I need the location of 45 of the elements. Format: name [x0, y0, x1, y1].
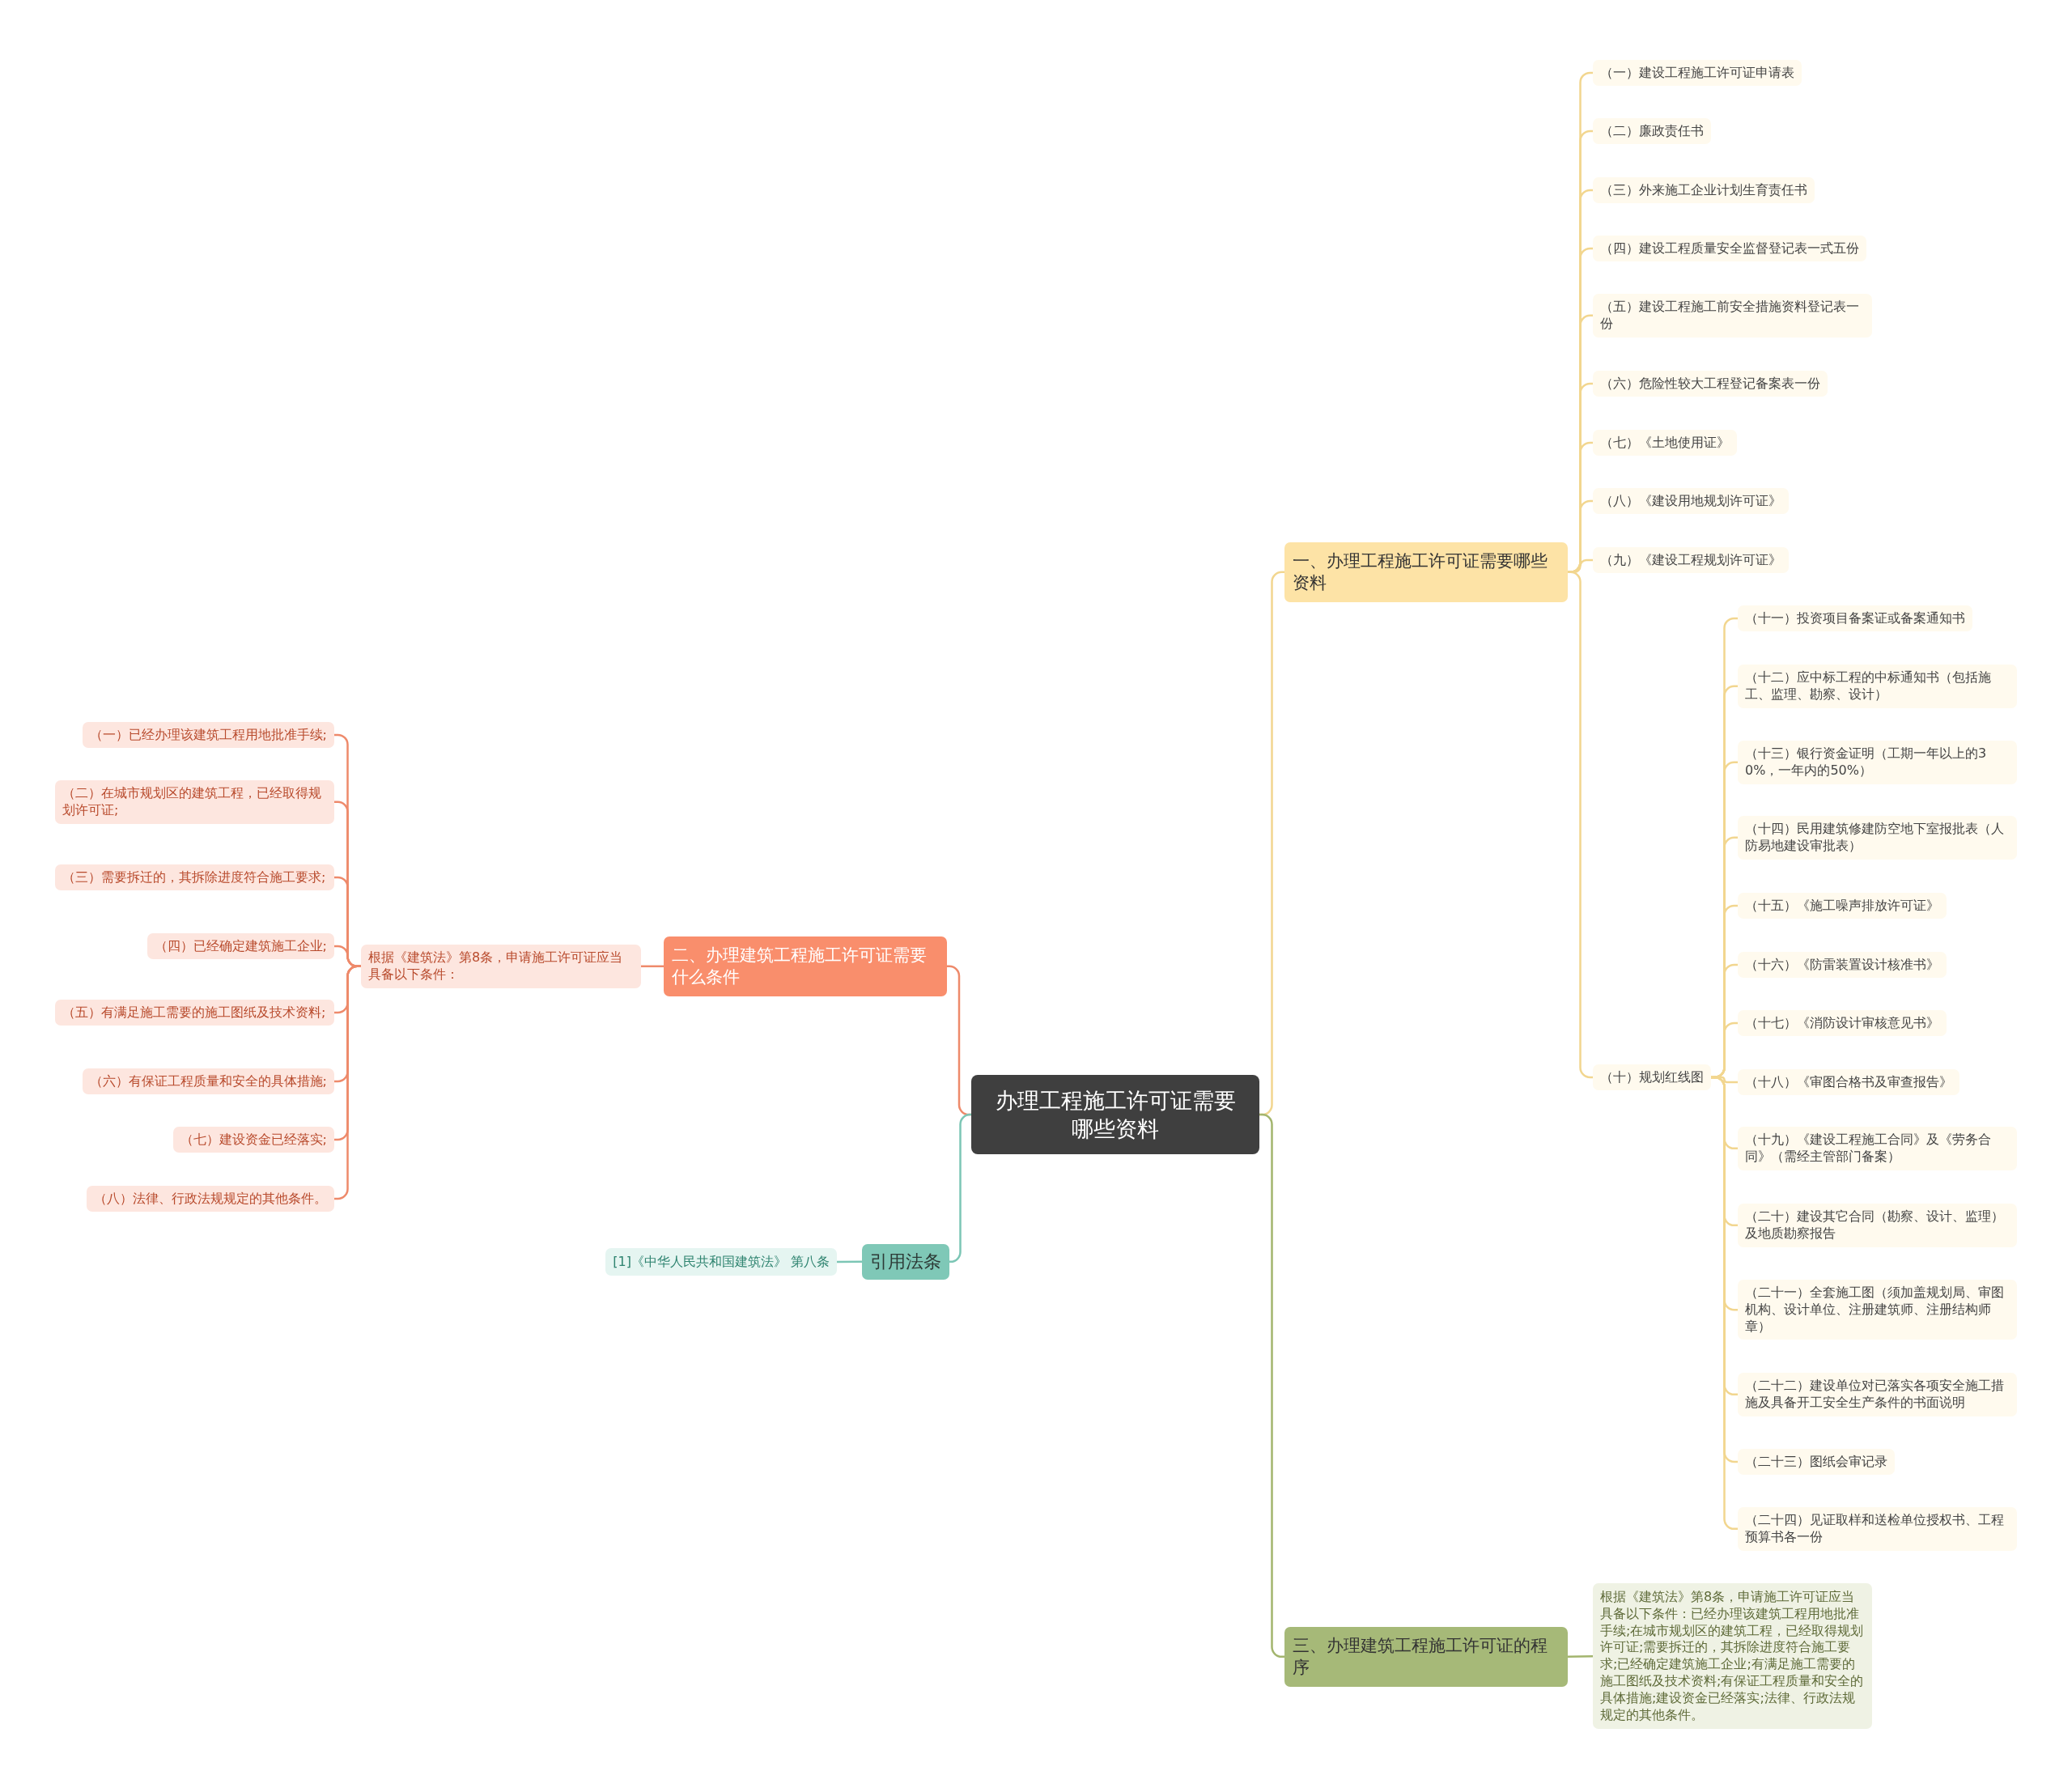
branch-topic: 引用法条 — [862, 1243, 949, 1280]
connector — [837, 1260, 862, 1263]
subtopic-box: （十二）应中标工程的中标通知书（包括施工、监理、勘察、设计） — [1738, 665, 2017, 708]
subtopic-box: （七）建设资金已经落实; — [172, 1126, 334, 1153]
subtopic-box: （二十）建设其它合同（勘察、设计、监理）及地质勘察报告 — [1738, 1204, 2017, 1247]
subtopic-box: （二）在城市规划区的建筑工程，已经取得规划许可证; — [55, 780, 334, 824]
subtopic-box: （四）已经确定建筑施工企业; — [146, 932, 334, 960]
subtopic-box: （二十一）全套施工图（须加盖规划局、审图机构、设计单位、注册建筑师、注册结构师章） — [1738, 1280, 2017, 1340]
subtopic-box: （一）已经办理该建筑工程用地批准手续; — [82, 721, 334, 749]
subtopic-box: （七）《土地使用证》 — [1593, 429, 1737, 457]
branch-topic: 一、办理工程施工许可证需要哪些资料 — [1284, 541, 1568, 603]
subtopic-box: （九）《建设工程规划许可证》 — [1593, 546, 1789, 574]
subtopic-box: （十七）《消防设计审核意见书》 — [1738, 1009, 1947, 1037]
subtopic-box: （十三）银行资金证明（工期一年以上的30%，一年内的50%） — [1738, 741, 2017, 784]
subtopic-box: （六）危险性较大工程登记备案表一份 — [1593, 370, 1828, 397]
subtopic-box: （二十二）建设单位对已落实各项安全施工措施及具备开工安全生产条件的书面说明 — [1738, 1373, 2017, 1416]
subtopic-box: （六）有保证工程质量和安全的具体措施; — [82, 1068, 334, 1095]
connector — [641, 965, 664, 968]
connector — [1259, 1113, 1285, 1658]
subtopic-box: [1]《中华人民共和国建筑法》 第八条 — [605, 1247, 837, 1276]
subtopic-box: （五）有满足施工需要的施工图纸及技术资料; — [55, 999, 334, 1026]
central-topic: 办理工程施工许可证需要哪些资料 — [971, 1075, 1259, 1155]
subtopic-box: （十九）《建设工程施工合同》及《劳务合同》（需经主管部门备案） — [1738, 1127, 2017, 1170]
subtopic-box: （五）建设工程施工前安全措施资料登记表一份 — [1593, 294, 1872, 338]
subtopic-box: （二十三）图纸会审记录 — [1738, 1448, 1895, 1476]
branch-topic: 三、办理建筑工程施工许可证的程序 — [1284, 1626, 1568, 1688]
subtopic-box: 根据《建筑法》第8条，申请施工许可证应当具备以下条件：已经办理该建筑工程用地批准手续;在城市规划区的建筑工程，已经取得规划许可证;需要拆迁的，其拆除进度符合施工要求;已经确定建筑施工企业;有满足施工需要的施工图纸及技术资料;有保证工程质量和安全的具体措施;建设资金已经落实;法律、行政法规规定的其他条件。 — [1593, 1583, 1872, 1730]
subtopic-box: （四）建设工程质量安全监督登记表一式五份 — [1593, 235, 1866, 262]
subtopic-box: （十四）民用建筑修建防空地下室报批表（人防易地建设审批表） — [1738, 816, 2017, 860]
subtopic-box: 根据《建筑法》第8条，申请施工许可证应当具备以下条件： — [361, 945, 641, 988]
subtopic-box: （八）法律、行政法规规定的其他条件。 — [87, 1185, 334, 1213]
subtopic-box: （一）建设工程施工许可证申请表 — [1593, 59, 1802, 87]
connector — [1567, 1654, 1594, 1658]
subtopic-box: （八）《建设用地规划许可证》 — [1593, 487, 1789, 515]
subtopic-box: （十）规划红线图 — [1593, 1064, 1711, 1091]
subtopic-box: （三）需要拆迁的，其拆除进度符合施工要求; — [55, 864, 334, 891]
subtopic-box: （十八）《审图合格书及审查报告》 — [1738, 1068, 1959, 1096]
branch-topic: 二、办理建筑工程施工许可证需要什么条件 — [664, 936, 947, 997]
subtopic-box: （三）外来施工企业计划生育责任书 — [1593, 176, 1815, 204]
subtopic-box: （十六）《防雷装置设计核准书》 — [1738, 951, 1947, 979]
subtopic-box: （十一）投资项目备案证或备案通知书 — [1738, 605, 1972, 632]
connector — [949, 1113, 972, 1263]
subtopic-box: （十五）《施工噪声排放许可证》 — [1738, 892, 1947, 919]
subtopic-box: （二）廉政责任书 — [1593, 117, 1711, 145]
subtopic-box: （二十四）见证取样和送检单位授权书、工程预算书各一份 — [1738, 1507, 2017, 1551]
